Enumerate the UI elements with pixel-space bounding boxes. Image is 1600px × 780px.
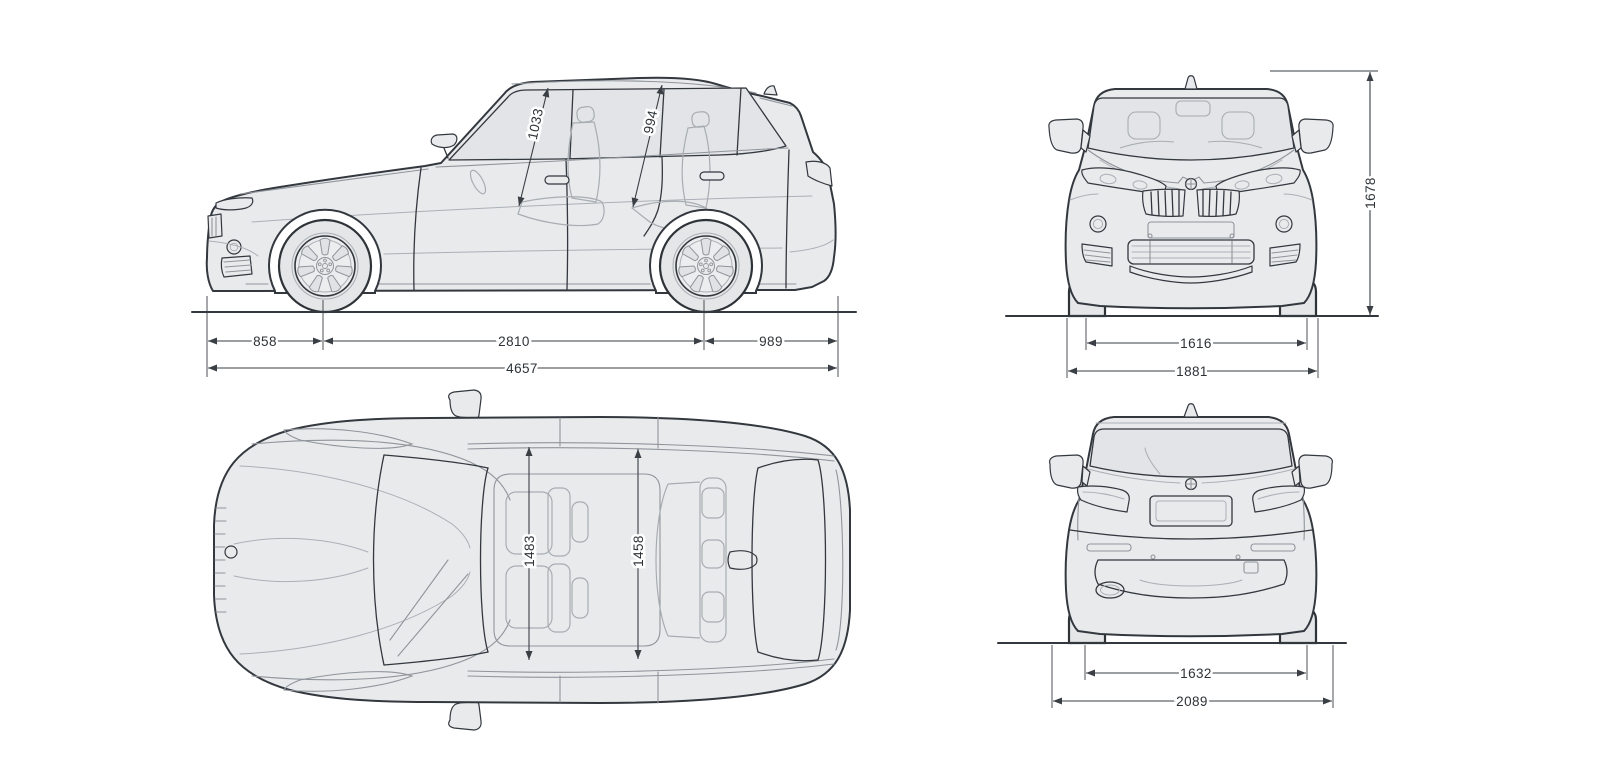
top-rear-headrest-center — [701, 539, 725, 569]
top-roundel-icon — [224, 545, 238, 559]
rear-left-mirror — [1049, 454, 1084, 489]
rear-dimensions: 1632 2089 — [1051, 645, 1334, 712]
top-driver-headrest — [571, 501, 589, 543]
rear-taillights — [1077, 485, 1305, 513]
side-headlight — [215, 197, 254, 211]
rear-antenna-fin-icon — [1183, 403, 1199, 418]
rear-tow-cover — [1243, 561, 1259, 574]
side-antenna-fin-icon — [763, 85, 778, 96]
side-dimensions: 858 2810 989 4657 — [206, 296, 839, 379]
front-left-headrest — [1127, 111, 1161, 140]
side-beltline — [435, 147, 789, 168]
front-seat-cushion — [517, 196, 605, 227]
side-rear-wheel — [658, 218, 754, 314]
front-center-intake — [1127, 239, 1255, 265]
side-interior — [469, 105, 711, 231]
top-right-headlight — [283, 671, 414, 692]
side-front-wheel — [277, 218, 373, 314]
side-mirror — [430, 133, 458, 149]
top-dimensions: 1483 1458 — [520, 447, 649, 660]
rear-mirrors — [1049, 454, 1333, 489]
front-headlights — [1081, 167, 1301, 196]
rear-lower-fascia — [1094, 559, 1288, 599]
front-seat-backrest — [567, 121, 601, 203]
front-kidney-grille — [1142, 188, 1240, 217]
front-right-headrest — [1221, 111, 1255, 140]
dim-overall-height: 1678 — [1363, 177, 1378, 209]
top-sunroof — [493, 473, 661, 647]
dim-front-track: 1616 — [1180, 336, 1212, 351]
side-grille — [207, 213, 223, 239]
front-air-dam — [1129, 265, 1253, 284]
top-left-headlight — [283, 428, 414, 449]
front-mirrors — [1048, 118, 1334, 154]
rear-window — [1089, 428, 1293, 478]
rear-exhaust-tip — [1095, 581, 1125, 599]
top-passenger-headrest — [571, 577, 589, 619]
dim-front-interior-width: 1483 — [522, 535, 537, 567]
side-door-handles — [544, 171, 725, 185]
front-right-mirror — [1298, 118, 1334, 154]
top-rear-bench-front — [655, 483, 669, 637]
front-dimensions: 1678 1616 1881 — [1066, 70, 1381, 382]
top-hood-lines — [233, 428, 511, 692]
rear-wiper — [1144, 447, 1161, 475]
front-roundel-icon — [1184, 177, 1198, 191]
top-nose-details — [214, 507, 238, 613]
top-view: 1483 1458 — [213, 389, 851, 731]
dim-body-width: 1881 — [1176, 364, 1208, 379]
rearview-mirror — [1175, 100, 1211, 117]
dim-rear-track: 1632 — [1180, 666, 1212, 681]
dim-front-overhang: 858 — [253, 334, 277, 349]
top-rear-bench-back — [699, 477, 727, 643]
front-left-mirror — [1048, 118, 1084, 154]
top-antenna-fin-icon — [727, 550, 758, 570]
dim-wheelbase: 2810 — [498, 334, 530, 349]
front-interior — [1119, 100, 1263, 149]
steering-wheel — [469, 169, 487, 195]
top-rear-headrest-left — [701, 487, 725, 519]
side-rear-details — [759, 97, 834, 253]
rear-left-reflector — [1086, 543, 1132, 552]
rear-right-reflector — [1250, 543, 1296, 552]
front-plate-recess — [1147, 221, 1235, 239]
dim-rear-interior-width: 1458 — [631, 535, 646, 567]
front-view: 1678 1616 1881 — [1005, 70, 1381, 382]
rear-view: 1632 2089 — [997, 403, 1347, 712]
side-mirror-stalk — [443, 147, 449, 159]
side-front-details — [207, 197, 259, 278]
front-left-fog-light — [1089, 215, 1107, 233]
rear-bumper — [1069, 529, 1313, 599]
top-upper-mirror — [448, 389, 482, 421]
top-lower-mirror — [448, 699, 482, 731]
top-passenger-backrest — [547, 563, 571, 633]
dim-rear-overhang: 989 — [759, 334, 783, 349]
top-roof — [467, 416, 835, 704]
front-right-fog-light — [1275, 215, 1293, 233]
dim-overall-length: 4657 — [506, 361, 538, 376]
front-antenna-fin-icon — [1184, 75, 1198, 90]
top-driver-backrest — [547, 487, 571, 557]
top-wipers — [389, 559, 469, 657]
rear-roundel-icon — [1184, 477, 1198, 491]
top-seats — [505, 477, 727, 643]
front-windshield — [1087, 97, 1295, 161]
rear-tailgate — [1077, 467, 1305, 541]
rear-plate-recess — [1149, 495, 1233, 527]
top-rear-headrest-right — [701, 591, 725, 623]
top-windshield — [372, 454, 489, 666]
front-bumper — [1069, 193, 1313, 284]
side-taillight — [805, 160, 833, 187]
dim-overall-width-mirrors: 2089 — [1176, 694, 1208, 709]
top-rear-window — [751, 458, 844, 662]
side-view: 1033 994 858 2810 989 4657 — [191, 76, 857, 379]
rear-right-mirror — [1298, 454, 1333, 489]
